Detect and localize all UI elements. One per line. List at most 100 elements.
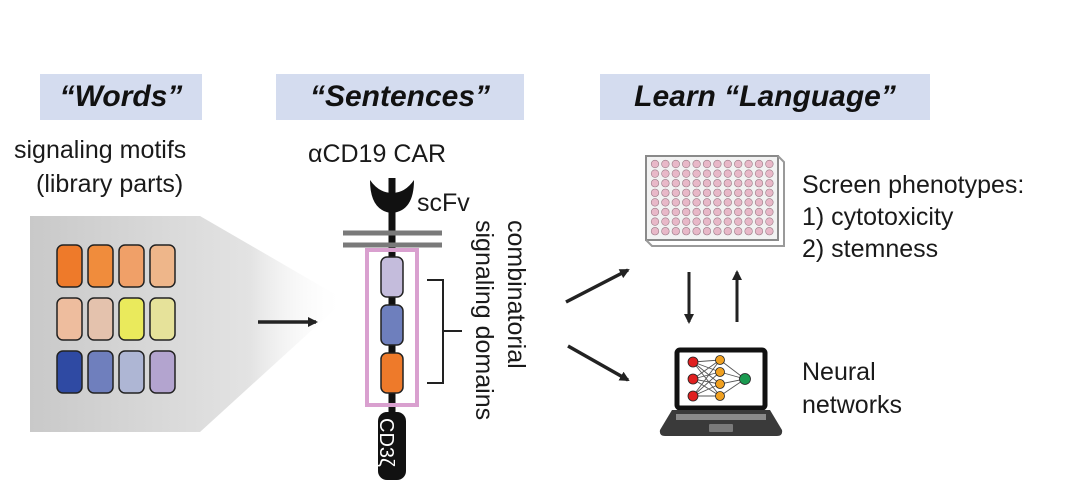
well	[682, 227, 691, 236]
well	[734, 188, 743, 197]
well	[671, 159, 680, 169]
motif-block	[87, 297, 114, 341]
motif-block	[149, 244, 176, 288]
arrow-to-screen	[565, 268, 630, 304]
motif-block	[56, 297, 83, 341]
screen-phenotypes-label: Screen phenotypes:	[802, 171, 1025, 199]
well	[661, 159, 670, 169]
well	[734, 207, 743, 217]
well	[650, 198, 660, 207]
well	[682, 198, 691, 207]
signaling-domain-box	[365, 248, 419, 407]
well	[671, 198, 680, 207]
well	[765, 188, 774, 197]
well	[650, 227, 660, 236]
well	[702, 179, 712, 188]
well	[702, 217, 712, 226]
motif-block	[149, 297, 176, 341]
well	[650, 179, 660, 188]
well	[744, 179, 753, 188]
well	[723, 159, 732, 169]
well	[692, 217, 701, 226]
domains-label-line2: signaling domains	[470, 220, 498, 421]
car-domain	[380, 304, 404, 346]
well	[650, 207, 660, 217]
cd3z-domain	[378, 412, 406, 480]
well-plate	[645, 155, 785, 247]
words-caption-line1: signaling motifs	[14, 136, 187, 164]
well	[754, 179, 764, 188]
well	[754, 188, 764, 197]
nn-input-node	[687, 390, 699, 402]
well	[723, 217, 732, 226]
well	[682, 169, 691, 178]
screen-item-cytotoxicity: 1) cytotoxicity	[802, 203, 954, 231]
motif-block	[56, 350, 83, 394]
car-label: αCD19 CAR	[308, 140, 447, 168]
domains-label-line1: combinatorial	[502, 220, 530, 369]
laptop-icon	[659, 347, 783, 436]
motif-block	[118, 244, 145, 288]
nn-hidden-node	[715, 379, 725, 389]
well	[702, 188, 712, 197]
well-plate-wells	[650, 159, 774, 236]
well	[734, 159, 743, 169]
well	[661, 227, 670, 236]
well	[754, 159, 764, 169]
well	[671, 188, 680, 197]
well	[723, 179, 732, 188]
well	[723, 188, 732, 197]
well	[682, 207, 691, 217]
neural-networks-line2: networks	[802, 391, 903, 419]
well	[682, 179, 691, 188]
well	[734, 227, 743, 236]
well	[713, 217, 722, 226]
well	[702, 198, 712, 207]
well	[702, 169, 712, 178]
well	[692, 198, 701, 207]
well	[713, 198, 722, 207]
nn-input-node	[687, 373, 699, 385]
well	[702, 207, 712, 217]
well	[744, 207, 753, 217]
header-learn-language: Learn “Language”	[600, 74, 930, 120]
well	[754, 227, 764, 236]
well	[744, 217, 753, 226]
well	[744, 159, 753, 169]
well	[702, 159, 712, 169]
well	[713, 169, 722, 178]
well	[744, 198, 753, 207]
car-domain	[380, 256, 404, 298]
well	[713, 207, 722, 217]
scfv-icon	[370, 180, 414, 213]
well	[713, 179, 722, 188]
screen-item-stemness: 2) stemness	[802, 235, 939, 263]
well	[744, 169, 753, 178]
well	[765, 159, 774, 169]
motif-library-grid	[56, 244, 176, 394]
well	[765, 217, 774, 226]
well	[765, 207, 774, 217]
well	[713, 227, 722, 236]
well	[661, 188, 670, 197]
well	[661, 207, 670, 217]
well	[692, 159, 701, 169]
well	[650, 169, 660, 178]
well	[754, 217, 764, 226]
cd3z-label: CD3ζ	[375, 418, 397, 467]
well	[754, 207, 764, 217]
well	[744, 227, 753, 236]
well	[692, 169, 701, 178]
nn-hidden-node	[715, 391, 725, 401]
well	[650, 159, 660, 169]
domain-bracket	[427, 279, 462, 384]
well	[723, 207, 732, 217]
header-words: “Words”	[40, 74, 202, 120]
nn-hidden-node	[715, 355, 725, 365]
well	[744, 188, 753, 197]
well	[682, 217, 691, 226]
nn-hidden-node	[715, 367, 725, 377]
well	[713, 159, 722, 169]
well	[723, 227, 732, 236]
